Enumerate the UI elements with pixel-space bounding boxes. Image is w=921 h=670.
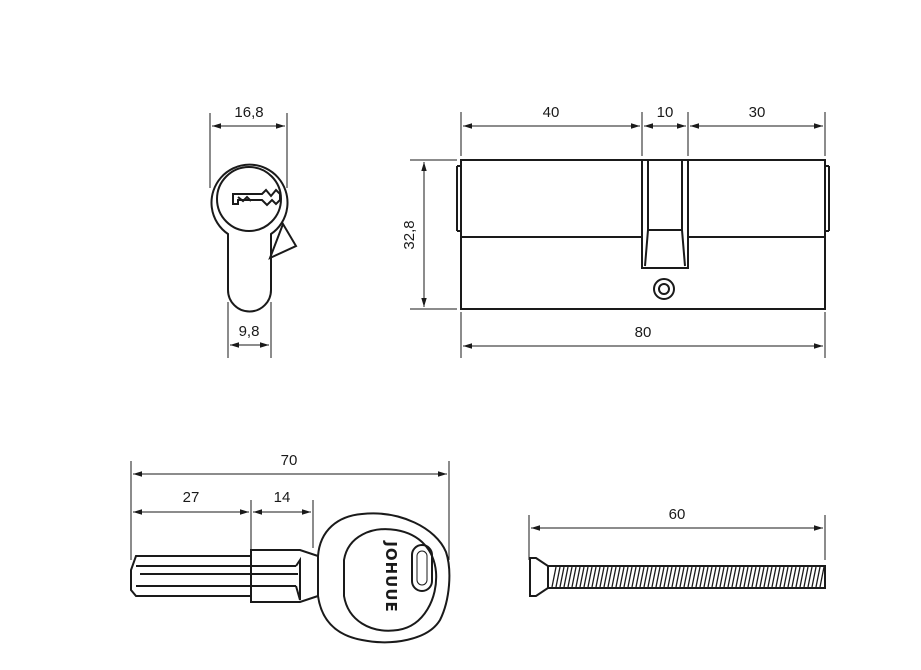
thread-line [595,566,601,588]
dim-label-key-shoulder: 14 [274,489,291,506]
thread-line [803,566,809,588]
profile-outline [210,163,289,313]
thread-line [783,566,789,588]
thread-line [759,566,765,588]
thread-line [791,566,797,588]
dim-label-total-length: 80 [635,324,652,341]
thread-line [647,566,653,588]
thread-line [795,566,801,588]
thread-line [563,566,569,588]
thread-line [819,566,825,588]
thread-line [643,566,649,588]
screw-hole [653,278,675,300]
thread-line [631,566,637,588]
thread-line [663,566,669,588]
thread-line [731,566,737,588]
thread-line [763,566,769,588]
thread-line [639,566,645,588]
thread-line [695,566,701,588]
thread-line [711,566,717,588]
thread-line [811,566,817,588]
thread-line [567,566,573,588]
dim-label-height: 32,8 [401,220,418,249]
thread-line [675,566,681,588]
thread-line [555,566,561,588]
thread-line [743,566,749,588]
thread-line [767,566,773,588]
cylinder-side-view: 40 10 30 32,8 80 [401,104,830,358]
thread-line [623,566,629,588]
thread-line [739,566,745,588]
thread-line [579,566,585,588]
thread-line [599,566,605,588]
thread-line [591,566,597,588]
dim-label-right-length: 30 [749,104,766,121]
thread-line [735,566,741,588]
thread-line [719,566,725,588]
thread-line [775,566,781,588]
thread-line [707,566,713,588]
thread-line [587,566,593,588]
thread-line [815,566,821,588]
thread-line [683,566,689,588]
thread-line [655,566,661,588]
thread-line [807,566,813,588]
thread-line [691,566,697,588]
thread-line [679,566,685,588]
cam-slot [641,159,689,269]
dim-label-cam-length: 10 [657,104,674,121]
thread-line [619,566,625,588]
dim-label-key-blade: 27 [183,489,200,506]
thread-line [727,566,733,588]
thread-line [699,566,705,588]
thread-line [575,566,581,588]
key-brand-logo: JOHUUE [382,540,400,613]
screw-head [529,557,549,597]
screw-threads [551,566,825,588]
key-hole [411,544,433,592]
thread-line [687,566,693,588]
thread-line [551,566,557,588]
dim-label-left-length: 40 [543,104,560,121]
thread-line [779,566,785,588]
thread-line [583,566,589,588]
thread-line [635,566,641,588]
dim-label-profile-width: 16,8 [234,104,263,121]
thread-line [799,566,805,588]
thread-line [559,566,565,588]
thread-line [607,566,613,588]
thread-line [755,566,761,588]
dim-label-screw-length: 60 [669,506,686,523]
key-head [317,512,451,644]
thread-line [611,566,617,588]
cylinder-profile-view: 16,8 9,8 [209,104,298,358]
screw-view: 60 [528,506,826,597]
keyway-icon [232,188,281,207]
cam-tab [268,221,298,260]
dim-label-key-total: 70 [281,452,298,469]
thread-line [787,566,793,588]
thread-line [571,566,577,588]
thread-line [651,566,657,588]
thread-line [723,566,729,588]
thread-line [667,566,673,588]
thread-line [615,566,621,588]
screw-shaft [547,565,826,589]
thread-line [603,566,609,588]
thread-line [703,566,709,588]
thread-line [659,566,665,588]
thread-line [751,566,757,588]
thread-line [747,566,753,588]
thread-line [627,566,633,588]
thread-line [771,566,777,588]
key-blade [130,549,319,603]
thread-line [671,566,677,588]
dim-label-cam-width: 9,8 [239,323,260,340]
thread-line [715,566,721,588]
key-view: 70 27 14 JOHUUE [130,452,451,644]
